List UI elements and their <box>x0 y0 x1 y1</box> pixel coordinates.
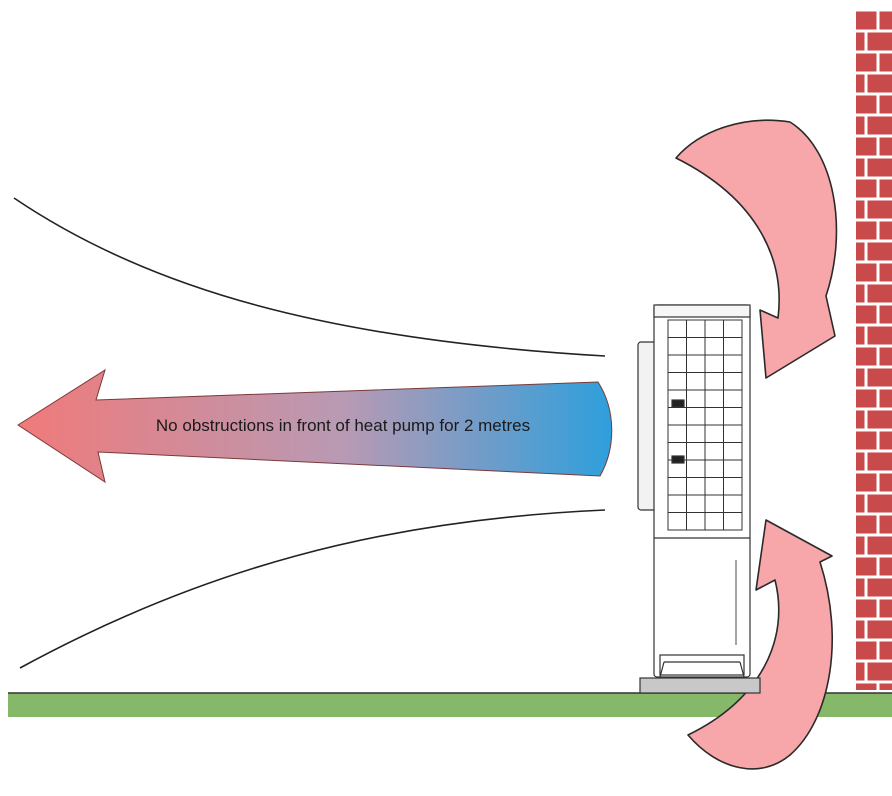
heat-pump-unit <box>637 304 761 694</box>
heat-pump-connector-upper <box>671 399 685 408</box>
heat-pump-top-cap <box>653 304 751 318</box>
intake-airflow-arrow-upper <box>675 119 838 379</box>
airflow-boundary-lower <box>19 509 606 669</box>
heat-pump-plinth <box>639 677 761 694</box>
brick-wall <box>856 10 892 690</box>
exhaust-airflow-arrow <box>17 368 613 484</box>
heat-pump-base-frame <box>659 654 745 676</box>
airflow-boundary-upper <box>13 197 606 357</box>
heat-pump-connector-lower <box>671 455 685 464</box>
intake-airflow-arrow-lower <box>687 519 834 770</box>
clearance-label: No obstructions in front of heat pump fo… <box>156 416 530 435</box>
